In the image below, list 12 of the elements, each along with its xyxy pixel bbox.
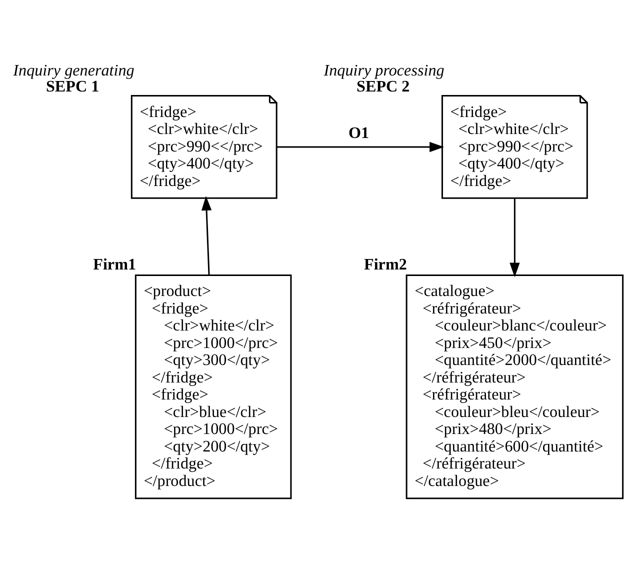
node-box: <catalogue> <réfrigérateur> <couleur>blanc</couleur> <prix>450</prix> <quantité>2000</quantité> </réfrigérateur> <réfrigérateur> <couleur>bleu</couleur> <prix>480</prix> <quantité>600</quantité> </réfrigérateur> </catalogue> bbox=[406, 274, 624, 499]
node-label: Firm1 bbox=[93, 256, 136, 274]
node-label: Firm2 bbox=[364, 256, 407, 274]
arrow bbox=[276, 141, 444, 152]
node-box: <product> <fridge> <clr>white</clr> <prc>1000</prc> <qty>300</qty> </fridge> <fridge> <clr>blue</clr> <prc>1000</prc> <qty>200</qty> </fridge> </product> bbox=[134, 274, 292, 499]
edge-label: O1 bbox=[348, 124, 370, 142]
arrow bbox=[201, 195, 212, 275]
arrow bbox=[510, 198, 520, 277]
node-label: Inquiry generating bbox=[13, 62, 134, 79]
node-label: SEPC 1 bbox=[46, 78, 100, 95]
node-label: SEPC 2 bbox=[356, 78, 410, 95]
node-label: Inquiry processing bbox=[324, 62, 444, 79]
